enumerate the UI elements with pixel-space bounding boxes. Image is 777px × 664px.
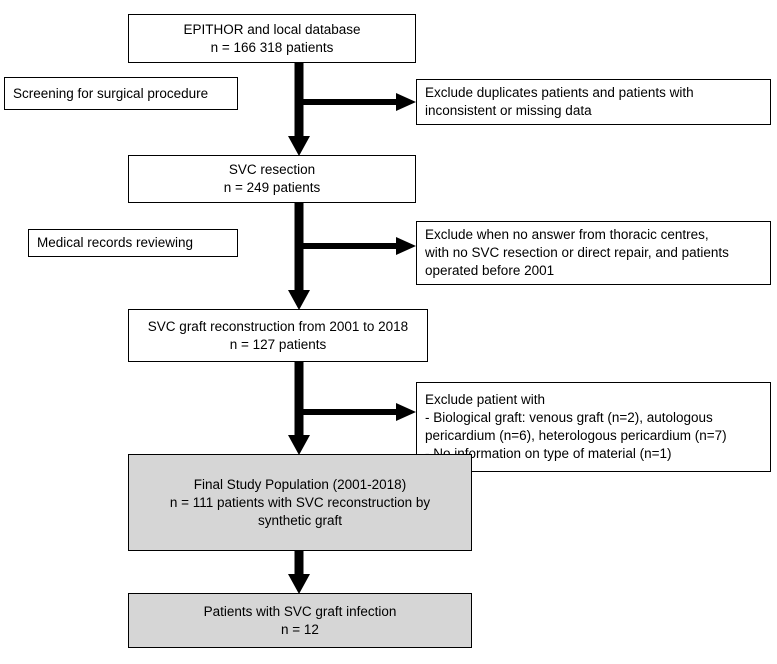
final-population-box: Final Study Population (2001-2018) n = 1…	[128, 454, 472, 551]
exclusion-box-1: Exclude duplicates patients and patients…	[416, 79, 771, 125]
final-population-title: Final Study Population (2001-2018)	[193, 476, 407, 492]
graft-infection-title: Patients with SVC graft infection	[203, 603, 397, 619]
exclusion-3-line-2: - Biological graft: venous graft (n=2), …	[425, 410, 713, 425]
screening-step-label: Screening for surgical procedure	[13, 85, 209, 101]
svc-resection-count: n = 249 patients	[223, 180, 321, 195]
graft-infection-box: Patients with SVC graft infection n = 12	[128, 593, 472, 648]
database-count: n = 166 318 patients	[210, 39, 334, 55]
graft-reconstruction-count: n = 127 patients	[229, 336, 327, 352]
exclusion-2-line-1: Exclude when no answer from thoracic cen…	[425, 227, 709, 242]
exclusion-1-line-2: inconsistent or missing data	[425, 103, 592, 118]
exclusion-box-2: Exclude when no answer from thoracic cen…	[416, 221, 771, 285]
exclusion-3-line-3: pericardium (n=6), heterologous pericard…	[425, 428, 727, 443]
exclusion-2-line-2: with no SVC resection or direct repair, …	[425, 245, 729, 260]
final-population-line-3: synthetic graft	[257, 512, 343, 528]
exclusion-3-line-4: - No information on type of material (n=…	[425, 446, 672, 461]
arrow-head-1	[288, 136, 310, 156]
database-box: EPITHOR and local database n = 166 318 p…	[128, 14, 416, 63]
database-title: EPITHOR and local database	[183, 21, 361, 37]
exclusion-box-3: Exclude patient with - Biological graft:…	[416, 382, 771, 472]
review-step-label: Medical records reviewing	[37, 235, 194, 250]
screening-step-box: Screening for surgical procedure	[4, 77, 238, 110]
review-step-box: Medical records reviewing	[28, 229, 238, 257]
exclusion-arrow-head-3	[396, 403, 416, 421]
arrow-head-3	[288, 435, 310, 455]
svc-resection-box: SVC resection n = 249 patients	[128, 155, 416, 203]
exclusion-arrow-head-1	[396, 93, 416, 111]
arrow-head-4	[288, 574, 310, 594]
graft-infection-count: n = 12	[281, 621, 319, 637]
graft-reconstruction-title: SVC graft reconstruction from 2001 to 20…	[147, 318, 409, 334]
graft-reconstruction-box: SVC graft reconstruction from 2001 to 20…	[128, 309, 428, 362]
exclusion-2-line-3: operated before 2001	[425, 263, 555, 278]
exclusion-1-line-1: Exclude duplicates patients and patients…	[425, 85, 694, 100]
final-population-line-2: n = 111 patients with SVC reconstruction…	[169, 494, 431, 510]
svc-resection-title: SVC resection	[228, 162, 316, 177]
exclusion-3-line-1: Exclude patient with	[425, 392, 546, 407]
exclusion-arrow-head-2	[396, 237, 416, 255]
arrow-head-2	[288, 290, 310, 310]
